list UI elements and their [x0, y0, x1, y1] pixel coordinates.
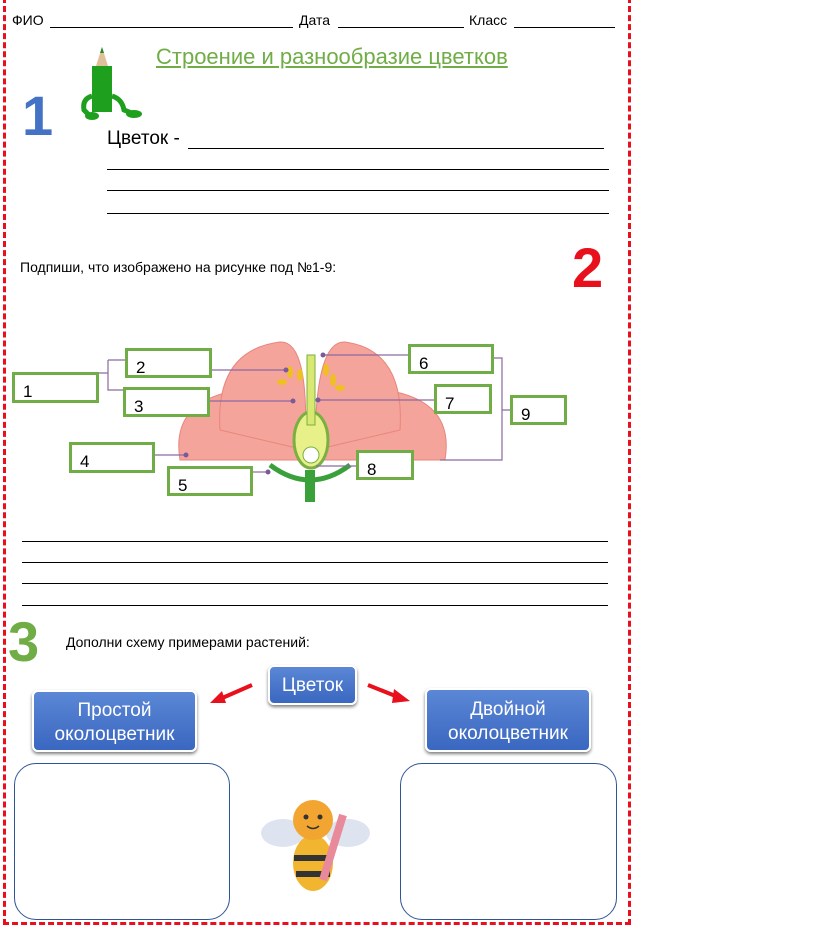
- label-box-5[interactable]: 5: [167, 466, 253, 496]
- dashed-frame: [3, 0, 631, 925]
- label-box-3[interactable]: 3: [123, 387, 210, 417]
- date-field[interactable]: [338, 27, 464, 28]
- pencil-mascot-icon: [81, 47, 142, 120]
- label-box-4[interactable]: 4: [69, 442, 155, 473]
- task-number-3: 3: [8, 610, 40, 673]
- double-perianth-node: Двойной околоцветник: [425, 688, 591, 752]
- answer-line[interactable]: [188, 148, 604, 149]
- date-label: Дата: [299, 12, 331, 28]
- answer-line[interactable]: [22, 541, 608, 542]
- name-field[interactable]: [50, 27, 293, 28]
- task-number-1: 1: [22, 84, 54, 147]
- name-label: ФИО: [12, 12, 44, 28]
- class-field[interactable]: [514, 27, 615, 28]
- page-title: Строение и разнообразие цветков: [156, 44, 508, 69]
- task2-prompt: Подпиши, что изображено на рисунке под №…: [20, 259, 337, 275]
- answer-line[interactable]: [22, 583, 608, 584]
- answer-line[interactable]: [107, 190, 609, 191]
- flower-diagram: [99, 341, 510, 502]
- simple-perianth-node: Простой околоцветник: [32, 690, 197, 752]
- label-box-6[interactable]: 6: [408, 344, 494, 374]
- label-box-7[interactable]: 7: [434, 384, 492, 414]
- answer-line[interactable]: [107, 213, 609, 214]
- bee-icon: [261, 800, 370, 891]
- flower-root-node: Цветок: [268, 665, 357, 705]
- label-box-9[interactable]: 9: [510, 395, 567, 425]
- task1-prompt: Цветок -: [107, 128, 180, 149]
- task3-prompt: Дополни схему примерами растений:: [66, 634, 310, 650]
- answer-line[interactable]: [22, 562, 608, 563]
- task-number-2: 2: [572, 236, 604, 299]
- double-perianth-answer-box[interactable]: [400, 763, 617, 920]
- label-box-1[interactable]: 1: [12, 372, 99, 403]
- arrows: [210, 683, 410, 703]
- answer-line[interactable]: [22, 605, 608, 606]
- label-box-8[interactable]: 8: [356, 450, 414, 480]
- answer-line[interactable]: [107, 169, 609, 170]
- simple-perianth-answer-box[interactable]: [14, 763, 230, 920]
- label-box-2[interactable]: 2: [125, 348, 212, 378]
- class-label: Класс: [469, 12, 508, 28]
